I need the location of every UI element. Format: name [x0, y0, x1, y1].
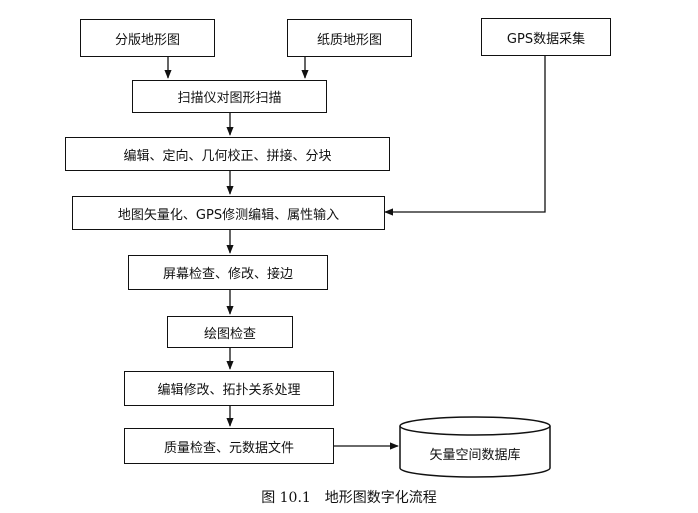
- database-label: 矢量空间数据库: [429, 447, 521, 463]
- arrow-gps-to-vector: [384, 56, 546, 216]
- database-cylinder: [399, 416, 551, 478]
- sheet-map-label: 分版地形图: [114, 32, 180, 48]
- plot-check-step-box: 绘图检查: [167, 316, 293, 348]
- quality-check-step-label: 质量检查、元数据文件: [163, 440, 294, 456]
- topology-step-box: 编辑修改、拓扑关系处理: [124, 371, 334, 406]
- paper-map-box: 纸质地形图: [287, 19, 412, 57]
- gps-collection-box: GPS数据采集: [481, 18, 611, 56]
- edit-step-box: 编辑、定向、几何校正、拼接、分块: [65, 137, 390, 171]
- plot-check-step-label: 绘图检查: [203, 326, 256, 342]
- topology-step-label: 编辑修改、拓扑关系处理: [157, 383, 301, 398]
- gps-collection-label: GPS数据采集: [506, 31, 586, 47]
- scan-step-label: 扫描仪对图形扫描: [177, 91, 282, 106]
- paper-map-label: 纸质地形图: [316, 32, 382, 48]
- quality-check-step-box: 质量检查、元数据文件: [124, 428, 334, 464]
- sheet-map-box: 分版地形图: [80, 19, 215, 57]
- vectorize-step-label: 地图矢量化、GPS修测编辑、属性输入: [117, 207, 340, 223]
- screen-check-step-box: 屏幕检查、修改、接边: [128, 255, 328, 290]
- figure-caption: 图 10.1 地形图数字化流程: [261, 490, 437, 506]
- vectorize-step-box: 地图矢量化、GPS修测编辑、属性输入: [72, 196, 385, 230]
- edit-step-label: 编辑、定向、几何校正、拼接、分块: [123, 148, 332, 164]
- scan-step-box: 扫描仪对图形扫描: [132, 80, 327, 113]
- screen-check-step-label: 屏幕检查、修改、接边: [162, 267, 293, 282]
